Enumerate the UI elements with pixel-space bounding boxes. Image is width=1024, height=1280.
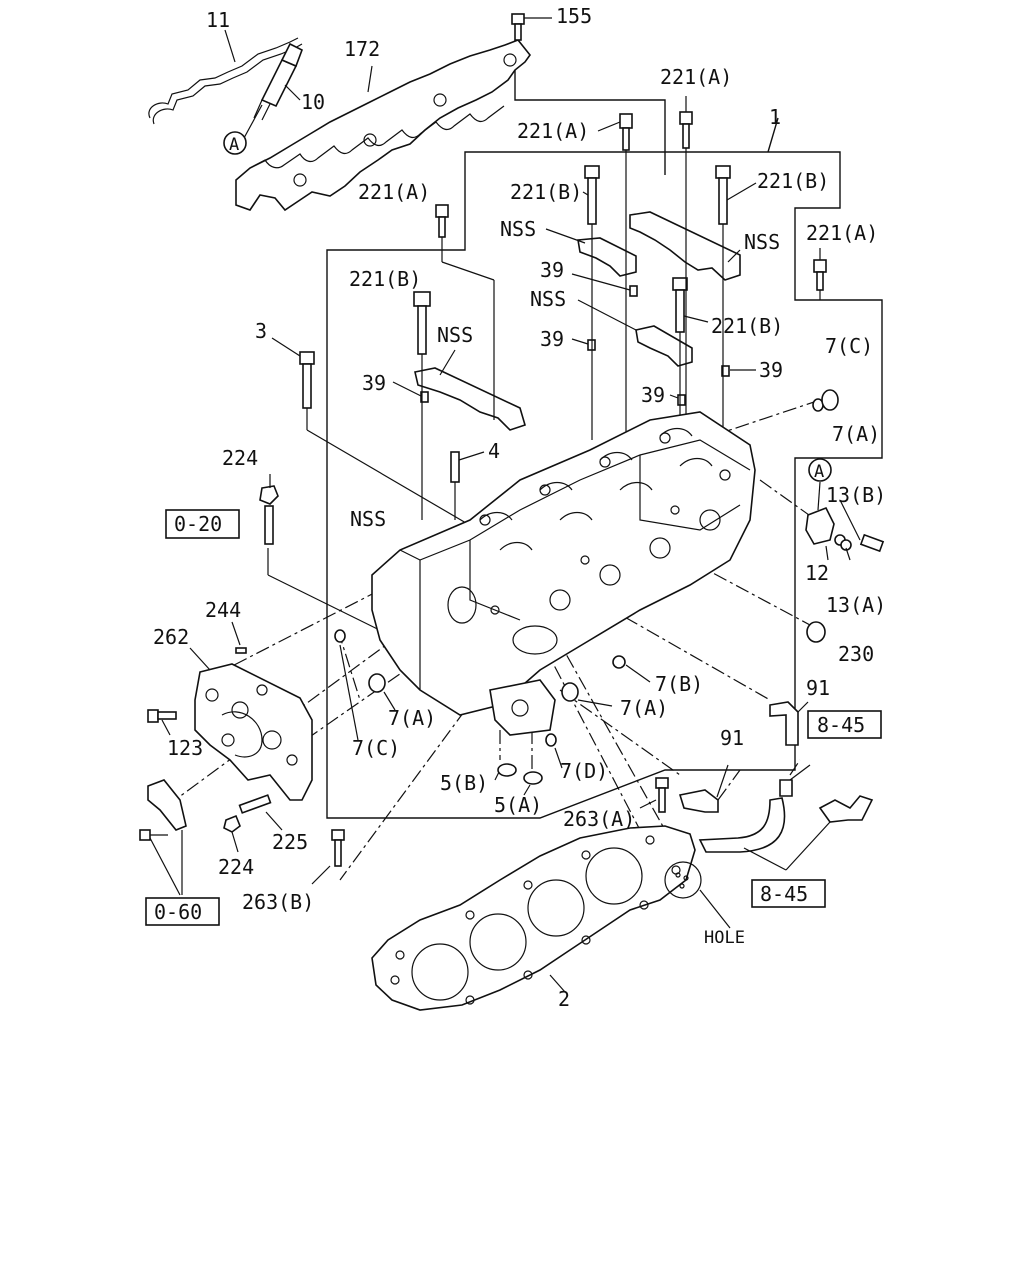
label-a-2: A bbox=[814, 462, 824, 482]
label-155: 155 bbox=[556, 4, 592, 28]
ref-0-60: 0-60 bbox=[154, 900, 202, 924]
label-221b-1: 221(B) bbox=[510, 180, 582, 204]
label-39-5: 39 bbox=[759, 358, 783, 382]
label-244: 244 bbox=[205, 598, 241, 622]
head-gasket bbox=[371, 825, 731, 1011]
water-pipes bbox=[678, 701, 874, 871]
label-225: 225 bbox=[272, 830, 308, 854]
seals-and-plugs-front bbox=[334, 629, 651, 796]
marker-a-circle-1 bbox=[223, 131, 247, 155]
bolts-221-top bbox=[271, 96, 827, 483]
label-a-1: A bbox=[229, 135, 239, 155]
cam-brackets bbox=[414, 211, 741, 431]
marker-a-circle-2 bbox=[808, 458, 832, 482]
bolt-155 bbox=[511, 13, 552, 41]
label-221b-4: 221(B) bbox=[711, 314, 783, 338]
label-230: 230 bbox=[838, 642, 874, 666]
label-39-2: 39 bbox=[540, 327, 564, 351]
label-262: 262 bbox=[153, 625, 189, 649]
ref-8-45-1: 8-45 bbox=[817, 713, 865, 737]
pin-244 bbox=[231, 621, 247, 654]
nut-224-top bbox=[259, 474, 279, 545]
label-221a-2: 221(A) bbox=[517, 119, 589, 143]
label-nss-1: NSS bbox=[500, 217, 536, 241]
label-12: 12 bbox=[805, 561, 829, 585]
callout-labels: 155 11 172 10 A 221(A) 221(A) 1 221(B) 2… bbox=[153, 4, 886, 1011]
label-221b-2: 221(B) bbox=[757, 169, 829, 193]
label-7a-1: 7(A) bbox=[388, 706, 436, 730]
label-1: 1 bbox=[769, 105, 781, 129]
label-13b: 13(B) bbox=[826, 483, 886, 507]
cylinder-head bbox=[371, 411, 756, 736]
ref-8-45-2: 8-45 bbox=[760, 882, 808, 906]
ref-0-20: 0-20 bbox=[174, 512, 222, 536]
label-224-top: 224 bbox=[222, 446, 258, 470]
label-91-1: 91 bbox=[806, 676, 830, 700]
plugs-and-sensor-right bbox=[805, 389, 885, 643]
label-224-bot: 224 bbox=[218, 855, 254, 879]
bracket-262 bbox=[189, 647, 313, 801]
label-7a-top: 7(A) bbox=[832, 422, 880, 446]
label-221a-left: 221(A) bbox=[358, 180, 430, 204]
label-7c-top: 7(C) bbox=[825, 334, 873, 358]
label-39-4: 39 bbox=[641, 383, 665, 407]
label-10: 10 bbox=[301, 90, 325, 114]
injector-holder-172 bbox=[235, 39, 532, 212]
label-nss-3: NSS bbox=[530, 287, 566, 311]
label-11: 11 bbox=[206, 8, 230, 32]
label-91-2: 91 bbox=[720, 726, 744, 750]
label-hole: HOLE bbox=[704, 928, 745, 948]
label-7a-2: 7(A) bbox=[620, 696, 668, 720]
reference-boxes bbox=[145, 509, 882, 926]
label-7c-bot: 7(C) bbox=[352, 736, 400, 760]
label-4: 4 bbox=[488, 439, 500, 463]
label-263b: 263(B) bbox=[242, 890, 314, 914]
label-nss-2: NSS bbox=[744, 230, 780, 254]
label-2: 2 bbox=[558, 987, 570, 1011]
label-3: 3 bbox=[255, 319, 267, 343]
label-39-1: 39 bbox=[540, 258, 564, 282]
bolt-123 bbox=[147, 709, 177, 736]
sensor-left bbox=[139, 779, 187, 896]
label-7d: 7(D) bbox=[560, 759, 608, 783]
label-123: 123 bbox=[167, 736, 203, 760]
label-nss-4: NSS bbox=[437, 323, 473, 347]
label-221a-right: 221(A) bbox=[806, 221, 878, 245]
label-172: 172 bbox=[344, 37, 380, 61]
label-221a-top: 221(A) bbox=[660, 65, 732, 89]
label-5a: 5(A) bbox=[494, 793, 542, 817]
stud-225-nut-224 bbox=[223, 794, 283, 853]
label-263a: 263(A) bbox=[563, 807, 635, 831]
label-7b: 7(B) bbox=[655, 672, 703, 696]
label-13a: 13(A) bbox=[826, 593, 886, 617]
label-39-3: 39 bbox=[362, 371, 386, 395]
injector bbox=[253, 42, 304, 121]
label-5b: 5(B) bbox=[440, 771, 488, 795]
leak-off-pipe bbox=[148, 37, 303, 125]
bolt-263 bbox=[311, 777, 669, 885]
label-221b-3: 221(B) bbox=[349, 267, 421, 291]
label-nss-5: NSS bbox=[350, 507, 386, 531]
assembly-frame bbox=[326, 60, 883, 819]
